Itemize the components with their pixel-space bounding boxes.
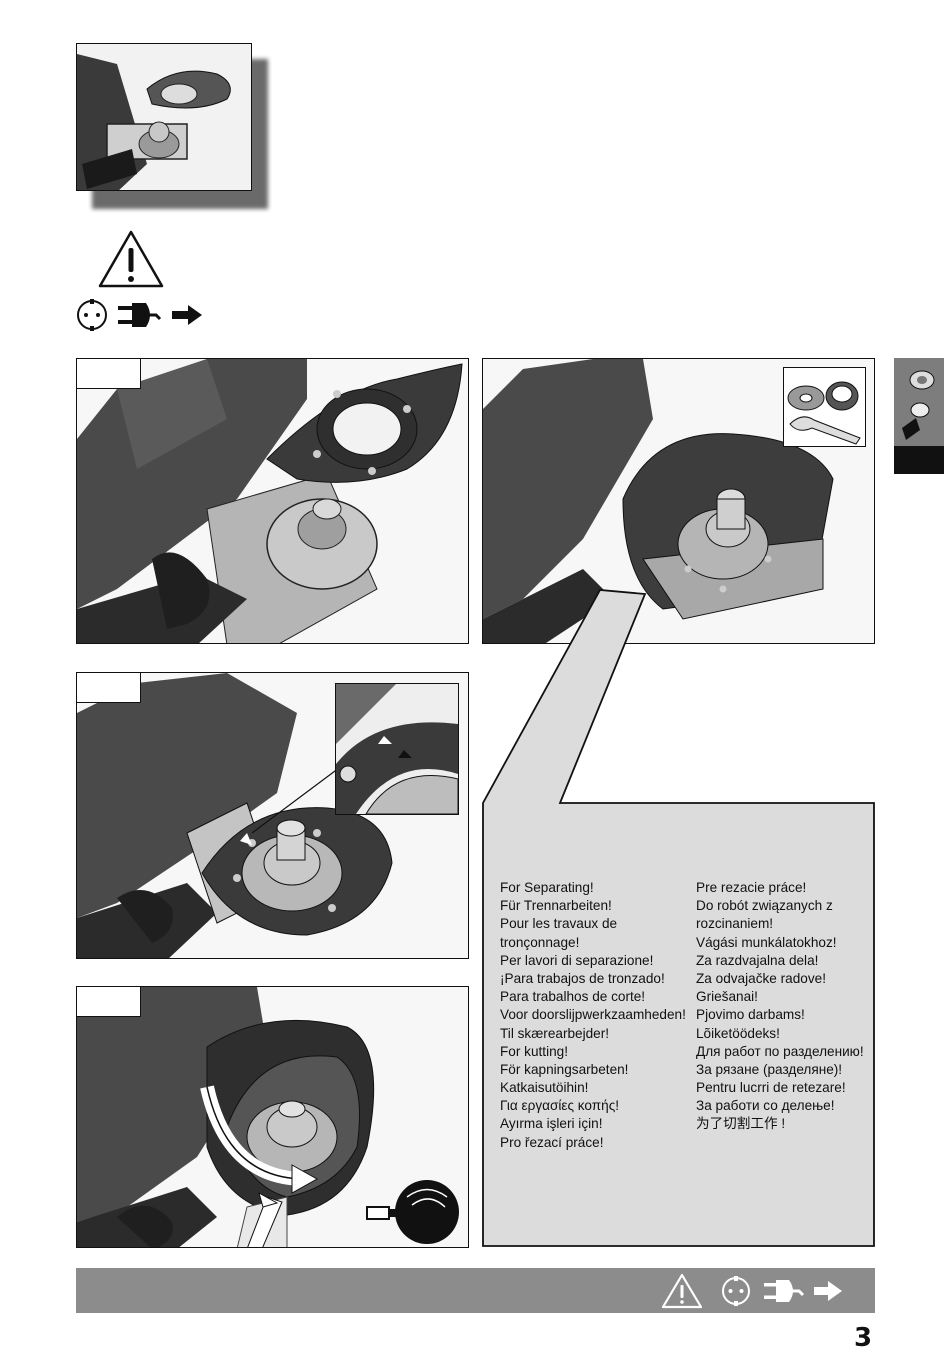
callout-line: Per lavori di separazione! (500, 952, 654, 968)
callout-line: За рязане (разделяне)! (696, 1061, 843, 1077)
callout-line: Για εργασίες κοπής! (500, 1098, 620, 1114)
figure-3-label (77, 673, 141, 703)
warning-triangle-icon (98, 230, 164, 288)
callout-line: 为了切割工作 ! (696, 1116, 786, 1132)
top-thumbnail (76, 43, 268, 209)
figure-4-panel (76, 986, 469, 1248)
thumbnail-illustration (77, 54, 231, 190)
figure-3-panel (76, 672, 469, 959)
callout-line: Pour les travaux de (500, 916, 618, 932)
flange-and-wrench-icon (787, 381, 861, 445)
figure-1-label (77, 359, 141, 389)
callout-line: Pentru lucrri de retezare! (696, 1080, 846, 1096)
side-tab-thumbnail (902, 370, 935, 440)
callout-line: Für Trennarbeiten! (500, 898, 612, 914)
section-side-tab (894, 358, 944, 474)
callout-text-left: For Separating! Für Trennarbeiten! Pour … (500, 879, 686, 1152)
callout-line: Do robót związanych z (696, 898, 833, 914)
thumbnail-frame (76, 43, 252, 191)
callout-line: Za razdvajalna dela! (696, 952, 819, 968)
unplug-icon (722, 1276, 842, 1306)
callout-line: Pjovimo darbams! (696, 1007, 805, 1023)
figure-2-inset (783, 367, 866, 447)
callout-line: ¡Para trabajos de tronzado! (500, 970, 665, 986)
figure-1-illustration (77, 359, 463, 643)
callout-line: Vágási munkálatokhoz! (696, 934, 837, 950)
callout-line: Til skærearbejder! (500, 1025, 610, 1041)
figure-4-illustration (77, 987, 459, 1247)
figure-4-label (77, 987, 141, 1017)
callout-line: Voor doorslijpwerkzaamheden! (500, 1007, 686, 1023)
figure-2-panel (482, 358, 875, 644)
callout-line: За работи со делење! (696, 1098, 835, 1114)
arrow-alignment-detail (336, 684, 458, 814)
callout-line: Para trabalhos de corte! (500, 989, 646, 1005)
callout-line: tronçonnage! (500, 934, 580, 950)
callout-line: For kutting! (500, 1043, 568, 1059)
callout-text-right: Pre rezacie práce! Do robót związanych z… (696, 879, 864, 1134)
callout-line: Ayırma işleri için! (500, 1116, 603, 1132)
callout-line: For Separating! (500, 880, 594, 895)
warning-triangle-icon (661, 1273, 703, 1309)
callout-line: För kapningsarbeten! (500, 1061, 629, 1077)
page-number: 3 (853, 1323, 873, 1353)
figure-3-illustration (77, 673, 393, 958)
callout-line: Pro řezací práce! (500, 1134, 604, 1150)
callout-line: Katkaisutöihin! (500, 1080, 589, 1096)
figure-2-illustration (483, 359, 834, 643)
callout-line: rozcinaniem! (696, 916, 774, 932)
figure-3-inset (335, 683, 459, 815)
callout-line: Lõiketöödeks! (696, 1025, 780, 1041)
callout-line: Pre rezacie práce! (696, 880, 807, 895)
callout-line: Za odvajačke radove! (696, 970, 826, 986)
side-tab-block (894, 446, 944, 474)
bottom-warning-bar (76, 1268, 875, 1313)
callout-line: Для работ по разделению! (696, 1043, 864, 1059)
unplug-icon (77, 299, 202, 331)
callout-line: Griešanai! (696, 989, 758, 1005)
figure-1-panel (76, 358, 469, 644)
